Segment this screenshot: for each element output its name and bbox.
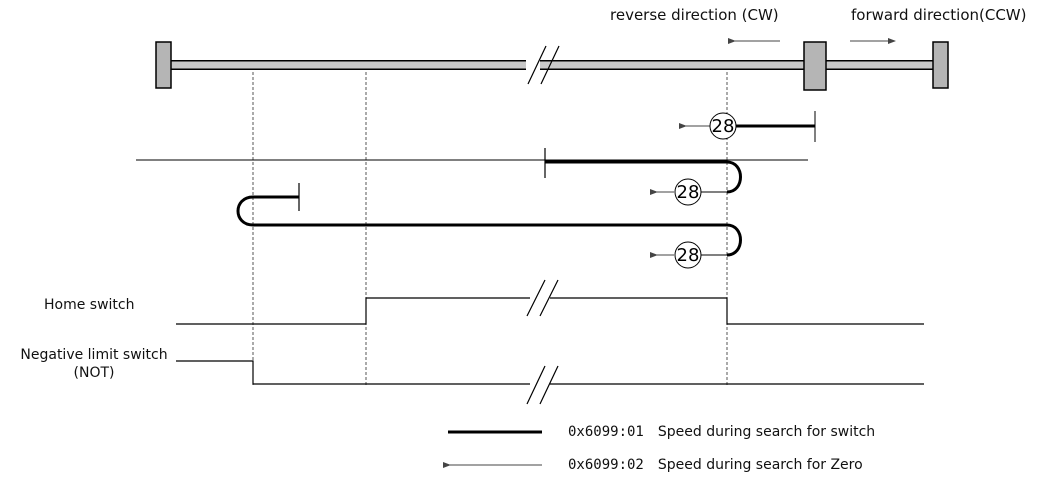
right-end-stop [932, 41, 949, 89]
homing-path-long [236, 183, 742, 257]
negative-limit-label-line1: Negative limit switch [20, 347, 168, 363]
speed-marker-1-label: 28 [712, 116, 735, 137]
homing-path-start [736, 111, 816, 142]
homing-path-reverse [544, 148, 742, 194]
negative-limit-label: Negative limit switch (NOT) [8, 347, 180, 381]
left-end-stop [155, 41, 172, 89]
home-switch-signal [176, 279, 924, 325]
speed-marker-2: 28 [650, 178, 727, 206]
reverse-direction-label: reverse direction (CW) [610, 6, 779, 24]
legend-description: Speed during search for switch [657, 424, 876, 440]
speed-marker-1: 28 [679, 112, 737, 140]
speed-marker-3: 28 [650, 241, 727, 269]
carriage-block [803, 41, 827, 91]
legend-description: Speed during search for Zero [657, 457, 863, 473]
speed-marker-2-label: 28 [677, 182, 700, 203]
legend-code: 0x6099:02 [568, 457, 644, 473]
negative-limit-signal [176, 360, 924, 405]
legend-code: 0x6099:01 [568, 424, 644, 440]
speed-marker-3-label: 28 [677, 245, 700, 266]
dashed-guides [252, 72, 728, 385]
forward-direction-label: forward direction(CCW) [851, 6, 1027, 24]
legend-item-zero: 0x6099:02 Speed during search for Zero [568, 457, 863, 473]
home-switch-label: Home switch [44, 297, 135, 313]
negative-limit-label-line2: (NOT) [73, 365, 115, 381]
shaft-break-mark [526, 45, 560, 85]
legend-item-switch: 0x6099:01 Speed during search for switch [568, 424, 875, 440]
